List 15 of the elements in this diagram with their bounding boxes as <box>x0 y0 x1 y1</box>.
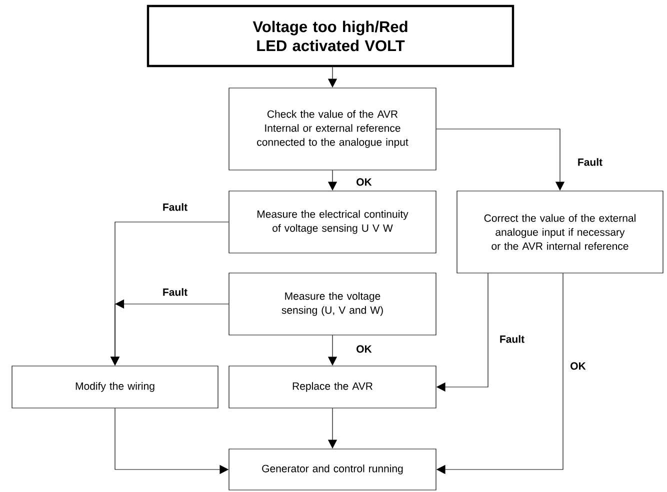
edge-label: Fault <box>161 287 189 297</box>
edge-label: OK <box>569 361 587 371</box>
process-box: Measure the electrical continuity of voltage sensing U V W <box>228 190 436 254</box>
edge-label: Fault <box>576 157 604 167</box>
edge-label: Fault <box>161 202 189 212</box>
process-box: Correct the value of the external analogue input if necessary or the AVR internal reference <box>456 190 664 274</box>
edge-label: OK <box>355 177 373 187</box>
process-box: Modify the wiring <box>12 366 218 408</box>
edge-label: Fault <box>498 334 526 344</box>
process-box: Check the value of the AVR Internal or external reference connected to the analogue input <box>228 88 436 170</box>
process-box: Replace the AVR <box>228 366 436 408</box>
title-box: Voltage too high/Red LED activated VOLT <box>146 4 514 68</box>
edge-label: OK <box>355 344 373 354</box>
process-box: Measure the voltage sensing (U, V and W) <box>228 272 436 336</box>
process-box: Generator and control running <box>228 448 436 490</box>
